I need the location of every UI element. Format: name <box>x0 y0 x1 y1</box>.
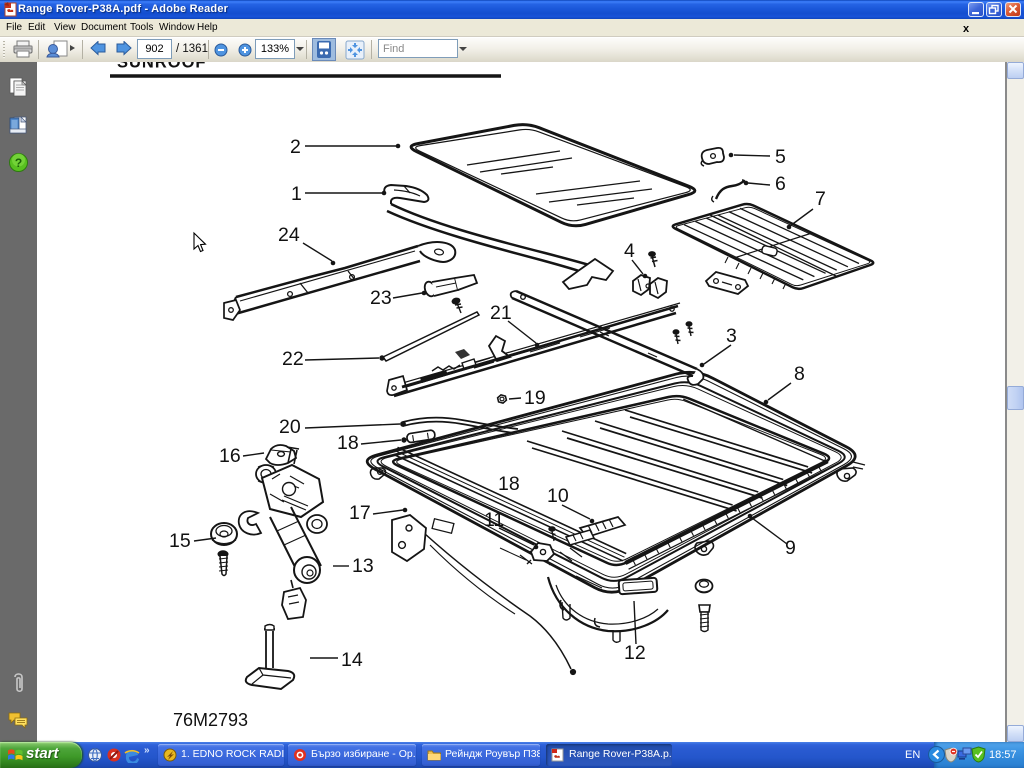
svg-text:4: 4 <box>624 240 635 262</box>
svg-text:12: 12 <box>624 642 646 664</box>
svg-text:22: 22 <box>282 348 304 370</box>
svg-text:16: 16 <box>219 445 241 467</box>
svg-text:18: 18 <box>337 432 359 454</box>
svg-text:13: 13 <box>352 555 374 577</box>
svg-text:19: 19 <box>524 387 546 409</box>
svg-text:10: 10 <box>547 485 569 507</box>
svg-text:9: 9 <box>785 537 796 559</box>
svg-text:18: 18 <box>498 473 520 495</box>
svg-text:14: 14 <box>341 649 363 671</box>
svg-text:8: 8 <box>794 363 805 385</box>
svg-text:3: 3 <box>726 325 737 347</box>
svg-text:23: 23 <box>370 287 392 309</box>
svg-text:76M2793: 76M2793 <box>173 710 248 730</box>
svg-text:1: 1 <box>291 183 302 205</box>
svg-text:?: ? <box>15 156 22 170</box>
svg-text:15: 15 <box>169 530 191 552</box>
svg-text:17: 17 <box>349 502 371 524</box>
svg-text:20: 20 <box>279 416 301 438</box>
svg-text:11: 11 <box>484 509 504 531</box>
svg-text:2: 2 <box>290 136 301 158</box>
svg-text:21: 21 <box>490 302 512 324</box>
svg-text:6: 6 <box>775 173 786 195</box>
svg-text:24: 24 <box>278 224 300 246</box>
svg-text:7: 7 <box>815 188 826 210</box>
svg-text:5: 5 <box>775 146 786 168</box>
svg-text:SUNROOF: SUNROOF <box>117 62 207 72</box>
